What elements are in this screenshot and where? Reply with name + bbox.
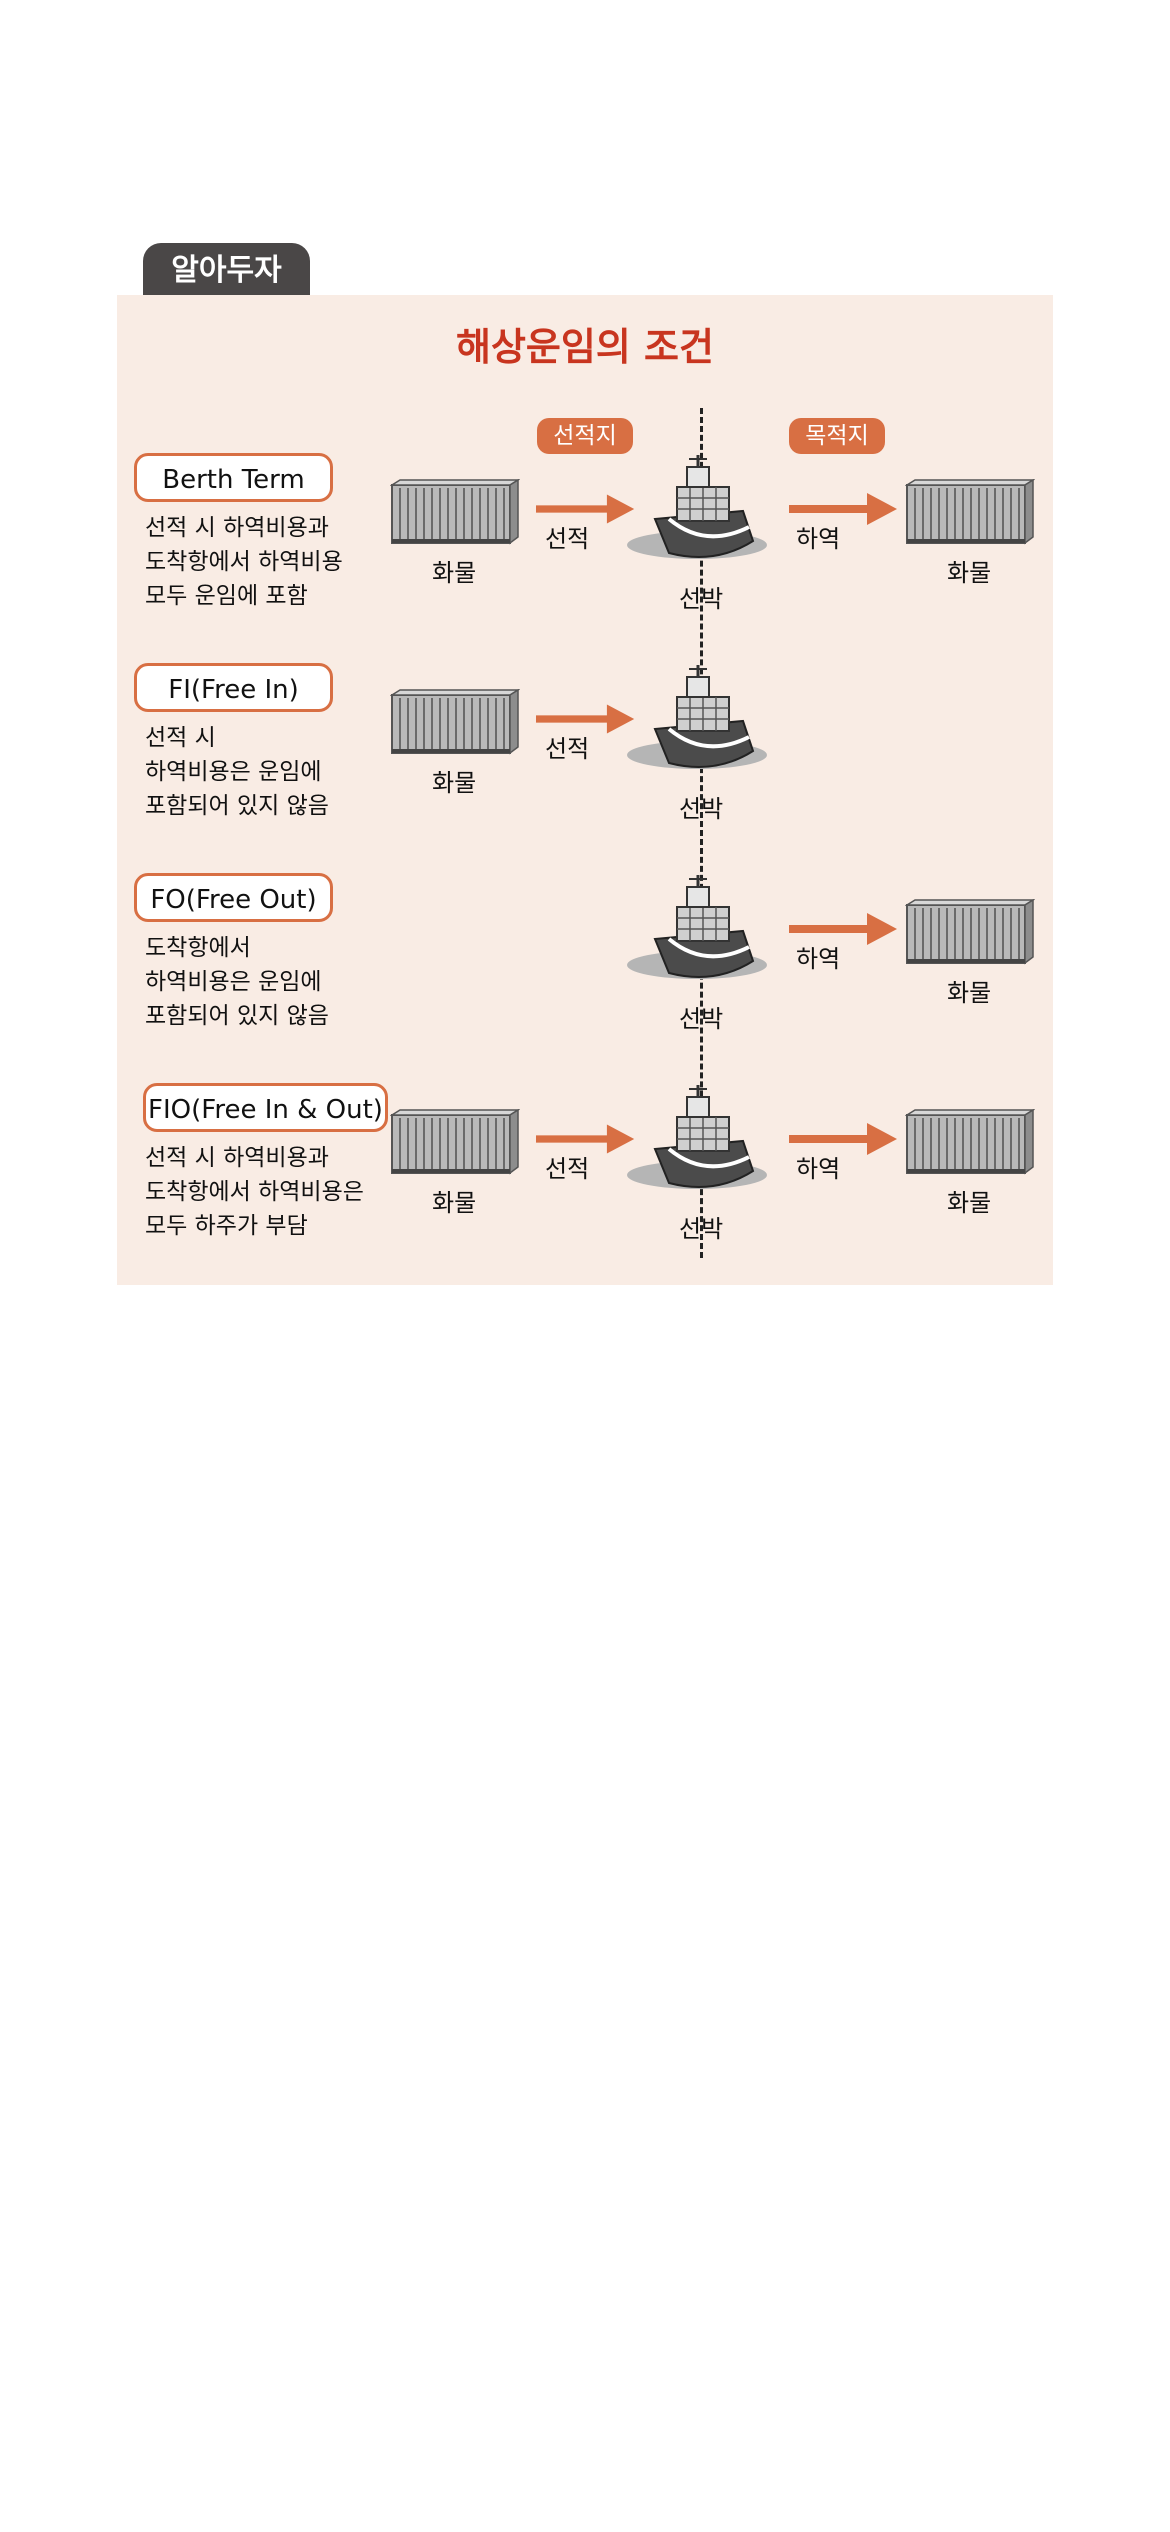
destination-badge: 목적지	[789, 418, 885, 454]
cargo-label: 화물	[432, 769, 477, 797]
desc-line: 하역비용은 운임에	[145, 759, 322, 785]
term-description: 도착항에서 하역비용은 운임에 포함되어 있지 않음	[145, 931, 329, 1033]
term-description: 선적 시 하역비용과 도착항에서 하역비용 모두 운임에 포함	[145, 511, 343, 613]
cargo-label: 화물	[947, 979, 992, 1007]
row-free-out: FO(Free Out) 도착항에서 하역비용은 운임에 포함되어 있지 않음 …	[0, 873, 1170, 1073]
unloading-label: 하역	[796, 525, 841, 553]
term-description: 선적 시 하역비용과 도착항에서 하역비용은 모두 하주가 부담	[145, 1141, 364, 1243]
term-badge: Berth Term	[134, 453, 333, 502]
cargo-ship-icon	[625, 1083, 785, 1203]
desc-line: 도착항에서 하역비용	[145, 549, 343, 575]
desc-line: 포함되어 있지 않음	[145, 1003, 329, 1029]
unloading-label: 하역	[796, 945, 841, 973]
term-badge: FO(Free Out)	[134, 873, 333, 922]
loading-label: 선적	[545, 525, 590, 553]
ship-label: 선박	[679, 1215, 724, 1243]
desc-line: 하역비용은 운임에	[145, 969, 322, 995]
desc-line: 선적 시 하역비용과	[145, 515, 329, 541]
section-tab: 알아두자	[143, 243, 310, 299]
cargo-label: 화물	[947, 559, 992, 587]
cargo-container-icon	[905, 1109, 1035, 1177]
row-free-in-out: FIO(Free In & Out) 선적 시 하역비용과 도착항에서 하역비용…	[0, 1083, 1170, 1283]
desc-line: 포함되어 있지 않음	[145, 793, 329, 819]
desc-line: 도착항에서	[145, 935, 251, 961]
desc-line: 모두 운임에 포함	[145, 583, 308, 609]
cargo-container-icon	[390, 1109, 520, 1177]
unloading-label: 하역	[796, 1155, 841, 1183]
desc-line: 선적 시 하역비용과	[145, 1145, 329, 1171]
ship-label: 선박	[679, 1005, 724, 1033]
cargo-container-icon	[905, 899, 1035, 967]
row-free-in: FI(Free In) 선적 시 하역비용은 운임에 포함되어 있지 않음 화물…	[0, 663, 1170, 863]
term-description: 선적 시 하역비용은 운임에 포함되어 있지 않음	[145, 721, 329, 823]
loading-label: 선적	[545, 1155, 590, 1183]
cargo-ship-icon	[625, 663, 785, 783]
cargo-label: 화물	[432, 1189, 477, 1217]
diagram-title: 해상운임의 조건	[456, 325, 714, 369]
origin-badge: 선적지	[537, 418, 633, 454]
loading-label: 선적	[545, 735, 590, 763]
ship-label: 선박	[679, 585, 724, 613]
cargo-label: 화물	[432, 559, 477, 587]
port-divider-line	[700, 408, 703, 1258]
cargo-ship-icon	[625, 453, 785, 573]
ship-label: 선박	[679, 795, 724, 823]
cargo-container-icon	[905, 479, 1035, 547]
desc-line: 모두 하주가 부담	[145, 1213, 308, 1239]
cargo-container-icon	[390, 689, 520, 757]
cargo-ship-icon	[625, 873, 785, 993]
term-badge: FI(Free In)	[134, 663, 333, 712]
desc-line: 선적 시	[145, 725, 216, 751]
row-berth-term: Berth Term 선적 시 하역비용과 도착항에서 하역비용 모두 운임에 …	[0, 453, 1170, 653]
desc-line: 도착항에서 하역비용은	[145, 1179, 364, 1205]
term-badge: FIO(Free In & Out)	[143, 1083, 388, 1132]
cargo-container-icon	[390, 479, 520, 547]
cargo-label: 화물	[947, 1189, 992, 1217]
